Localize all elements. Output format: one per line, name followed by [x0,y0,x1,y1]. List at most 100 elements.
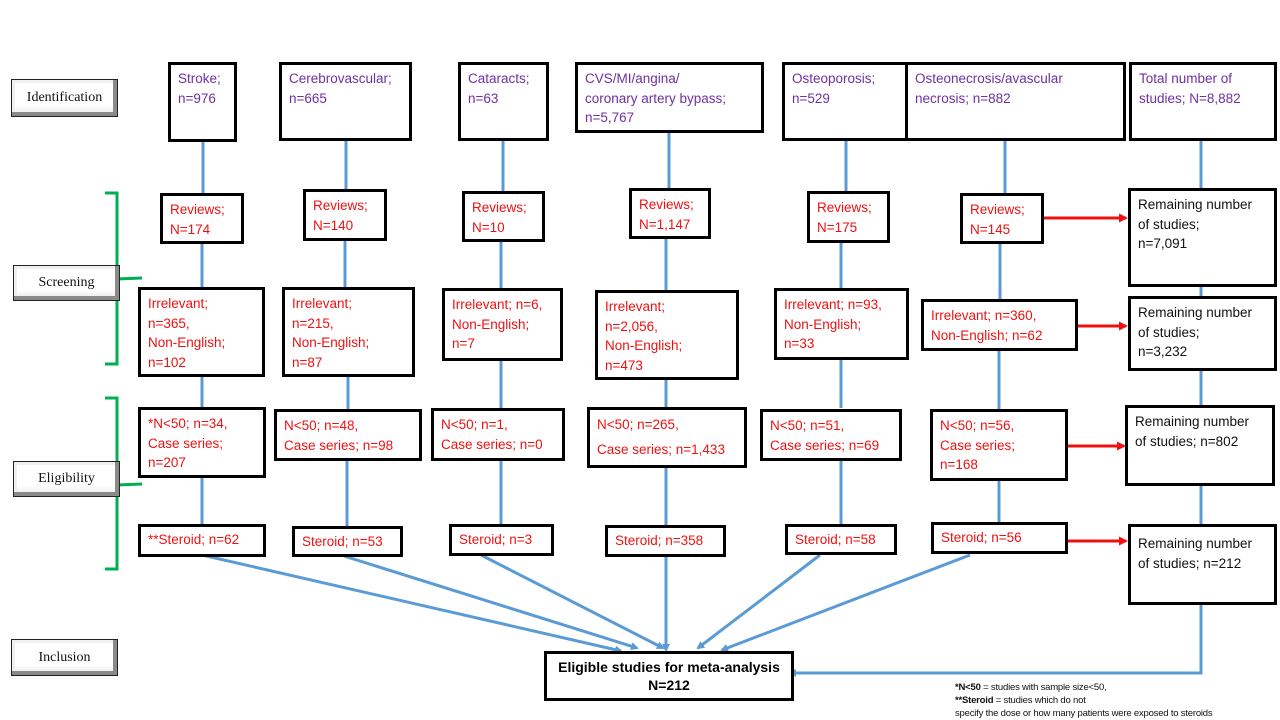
remaining-label: Remaining number [1135,414,1250,429]
condition-box-osteonecrosis: Osteonecrosis/avascular necrosis; n=882 [905,62,1126,141]
condition-count: n=529 [792,90,830,106]
excluded-text: Case series; n=98 [284,437,394,453]
condition-name: Osteonecrosis/avascular [915,71,1063,86]
stage-label: Identification [26,90,103,105]
reviews-count: N=140 [313,217,354,233]
excluded-text: Non-English; [605,338,683,353]
excluded-text: n=7 [452,336,475,351]
condition-count: necrosis; n=882 [915,90,1011,106]
excluded-text: Non-English; [148,335,226,350]
reviews-count: N=175 [817,219,858,235]
reviews-label: Reviews; [170,202,225,217]
stage-label: Inclusion [38,649,91,665]
steroid-text: **Steroid; n=62 [148,532,240,547]
steroid-text: Steroid; n=53 [302,534,383,549]
footnote-steroid-continued: specify the dose or how many patients we… [955,707,1213,720]
reviews-count: N=1,147 [639,216,691,232]
stage-label: Eligibility [38,471,95,486]
screening-excluded-box-cvs: Irrelevant; n=2,056, Non-English; n=473 [595,290,739,380]
stage-screening: Screening [13,265,120,301]
footnote-definition: = studies with sample size<50, [980,682,1107,693]
reviews-box-cvs: Reviews; N=1,147 [629,188,711,239]
steroid-box-osteonecrosis: Steroid; n=56 [931,522,1068,554]
arrow-to-final [480,553,665,650]
eligibility-excluded-box-cataracts: N<50; n=1, Case series; n=0 [431,408,565,461]
total-studies-box: Total number of studies; N=8,882 [1129,62,1277,141]
reviews-label: Reviews; [817,200,872,215]
remaining-count: n=7,091 [1138,236,1188,251]
steroid-box-cerebrovascular: Steroid; n=53 [292,526,403,557]
remaining-label: Remaining number [1138,305,1253,320]
footnote-definition: = studies which do not [993,695,1086,706]
eligible-studies-box: Eligible studies for meta-analysis N=212 [544,651,794,701]
condition-box-cerebrovascular: Cerebrovascular; n=665 [279,62,412,141]
footnote-definition: specify the dose or how many patients we… [955,708,1213,719]
condition-box-cvs: CVS/MI/angina/ coronary artery bypass; n… [575,62,764,133]
remaining-label: Remaining number [1138,197,1253,212]
excluded-text: n=33 [784,336,815,351]
reviews-label: Reviews; [472,200,527,215]
steroid-box-cvs: Steroid; n=358 [605,525,726,557]
footnote-steroid: **Steroid = studies which do not [955,694,1212,707]
stage-eligibility: Eligibility [13,461,120,497]
connector-line [788,604,1203,677]
remaining-label: of studies; [1138,216,1200,232]
excluded-text: n=102 [148,354,186,370]
excluded-text: Non-English; [452,316,530,332]
footnote-term: *N<50 [955,682,981,693]
eligibility-excluded-box-cerebrovascular: N<50; n=48, Case series; n=98 [274,409,422,461]
steroid-text: Steroid; n=58 [795,532,876,547]
reviews-count: N=145 [970,221,1011,237]
condition-name: Cerebrovascular; [289,71,392,86]
arrow-to-final [720,553,971,652]
excluded-text: n=215, [292,315,334,331]
excluded-text: n=168 [940,457,978,472]
remaining-count: of studies; n=212 [1138,555,1242,571]
excluded-text: n=365, [148,315,190,331]
excluded-text: Case series; n=69 [770,437,880,453]
excluded-text: n=207 [148,455,186,470]
condition-box-cataracts: Cataracts; n=63 [458,62,549,141]
stage-inclusion: Inclusion [11,639,118,676]
reviews-box-stroke: Reviews; N=174 [160,193,244,244]
condition-name: CVS/MI/angina/ [585,71,680,86]
footnotes: *N<50 = studies with sample size<50, **S… [955,681,1213,720]
reviews-box-cataracts: Reviews; N=10 [462,191,545,242]
reviews-label: Reviews; [970,202,1025,217]
steroid-box-stroke: **Steroid; n=62 [138,524,266,557]
excluded-text: N<50; n=48, [284,418,359,433]
excluded-text: Case series; n=1,433 [597,442,725,457]
condition-box-osteoporosis: Osteoporosis; n=529 [782,62,910,141]
reviews-box-cerebrovascular: Reviews; N=140 [303,189,387,241]
remaining-after-screening-box: Remaining number of studies; n=3,232 [1128,296,1277,371]
final-label: Eligible studies for meta-analysis [558,659,780,675]
footnote-term: **Steroid [955,695,994,706]
condition-count: n=665 [289,90,327,106]
condition-box-stroke: Stroke; n=976 [168,62,237,142]
excluded-text: Case series; [940,437,1016,453]
stage-label: Screening [38,275,95,290]
remaining-count: of studies; n=802 [1135,433,1239,449]
total-count: studies; N=8,882 [1139,90,1241,106]
excluded-text: N<50; n=265, [597,417,679,432]
condition-name: Stroke; [178,71,221,86]
remaining-count: n=3,232 [1138,344,1188,359]
condition-count: n=63 [468,90,499,106]
remaining-label: of studies; [1138,324,1200,340]
footnote-n50: *N<50 = studies with sample size<50, [955,681,1212,694]
excluded-text: Irrelevant; n=93, [784,297,882,312]
condition-count: n=976 [178,90,216,106]
screening-excluded-box-osteoporosis: Irrelevant; n=93, Non-English; n=33 [774,288,909,360]
condition-name: Osteoporosis; [792,71,876,86]
excluded-text: N<50; n=51, [770,418,845,433]
eligibility-excluded-box-cvs: N<50; n=265, Case series; n=1,433 [587,407,747,468]
steroid-text: Steroid; n=358 [615,533,704,548]
excluded-text: N<50; n=1, [441,417,508,432]
final-count: N=212 [648,677,690,693]
reviews-count: N=10 [472,219,505,235]
excluded-text: Case series; n=0 [441,436,543,452]
excluded-text: Irrelevant; [292,296,353,311]
excluded-text: N<50; n=56, [940,418,1015,433]
